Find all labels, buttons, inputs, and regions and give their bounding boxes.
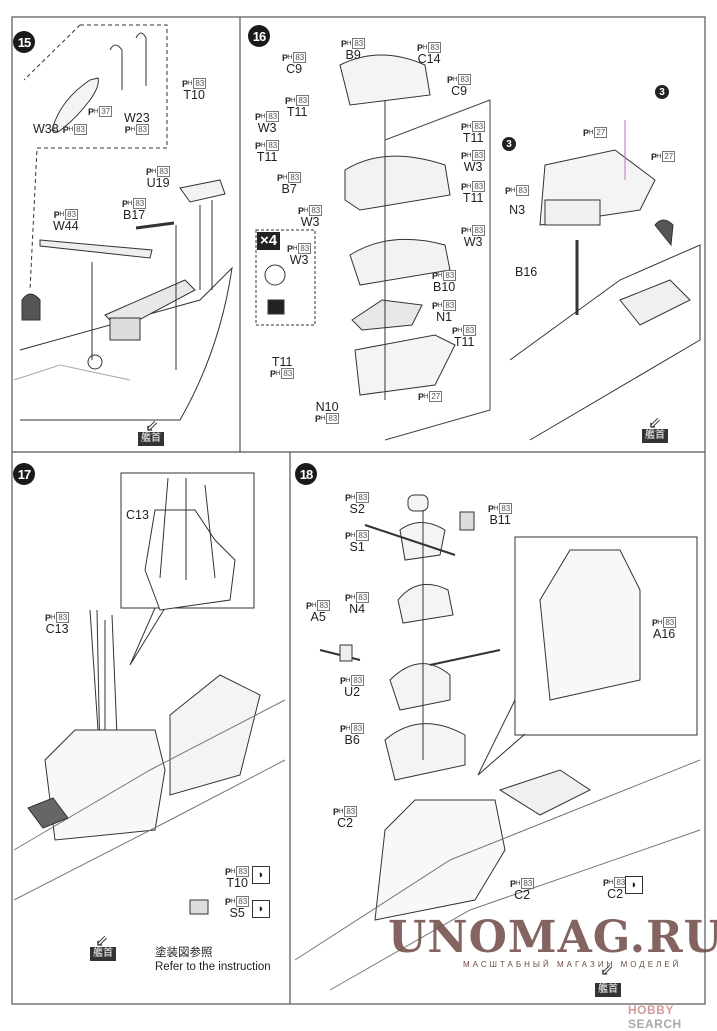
note-english: Refer to the instruction [155, 961, 271, 973]
bow-arrow-icon: ⇙ [600, 962, 614, 979]
step18-drawing [294, 494, 701, 991]
note-japanese: 塗装図参照 [155, 947, 213, 959]
sub-assembly-ref-3: 3 [502, 137, 516, 151]
step-number-18: 18 [295, 463, 317, 485]
paint-instruction-icon: ◗ [252, 900, 270, 918]
bow-label: 艦首 [642, 429, 668, 443]
watermark-subtitle: МАСШТАБНЫЙ МАГАЗИН МОДЕЛЕЙ [463, 960, 682, 969]
part-label-b16: B16 [515, 265, 538, 279]
part-number: W38 [33, 122, 59, 136]
bow-label: 艦首 [595, 983, 621, 997]
sub-assembly-ref-3-right: 3 [655, 85, 669, 99]
step-number-15: 15 [13, 31, 35, 53]
step17-drawing [13, 472, 286, 915]
bow-label: 艦首 [138, 432, 164, 446]
bow-label: 艦首 [90, 947, 116, 961]
step15-drawing [13, 24, 233, 421]
part-label-c13-inset: C13 [126, 508, 149, 522]
paint-instruction-icon: ◗ [625, 876, 643, 894]
step16-drawing [255, 54, 701, 441]
step-number-17: 17 [13, 463, 35, 485]
bow-arrow-icon: ⇙ [145, 418, 159, 435]
bow-arrow-icon: ⇙ [95, 933, 109, 950]
step-number-16: 16 [248, 25, 270, 47]
paint-instruction-icon: ◗ [252, 866, 270, 884]
hobby-search-logo: HOBBY SEARCH [628, 1003, 682, 1031]
watermark: UNOMAG.RU [388, 912, 717, 963]
quantity-badge: ×4 [257, 232, 281, 250]
panel-borders [11, 16, 706, 1005]
bow-arrow-icon: ⇙ [648, 415, 662, 432]
